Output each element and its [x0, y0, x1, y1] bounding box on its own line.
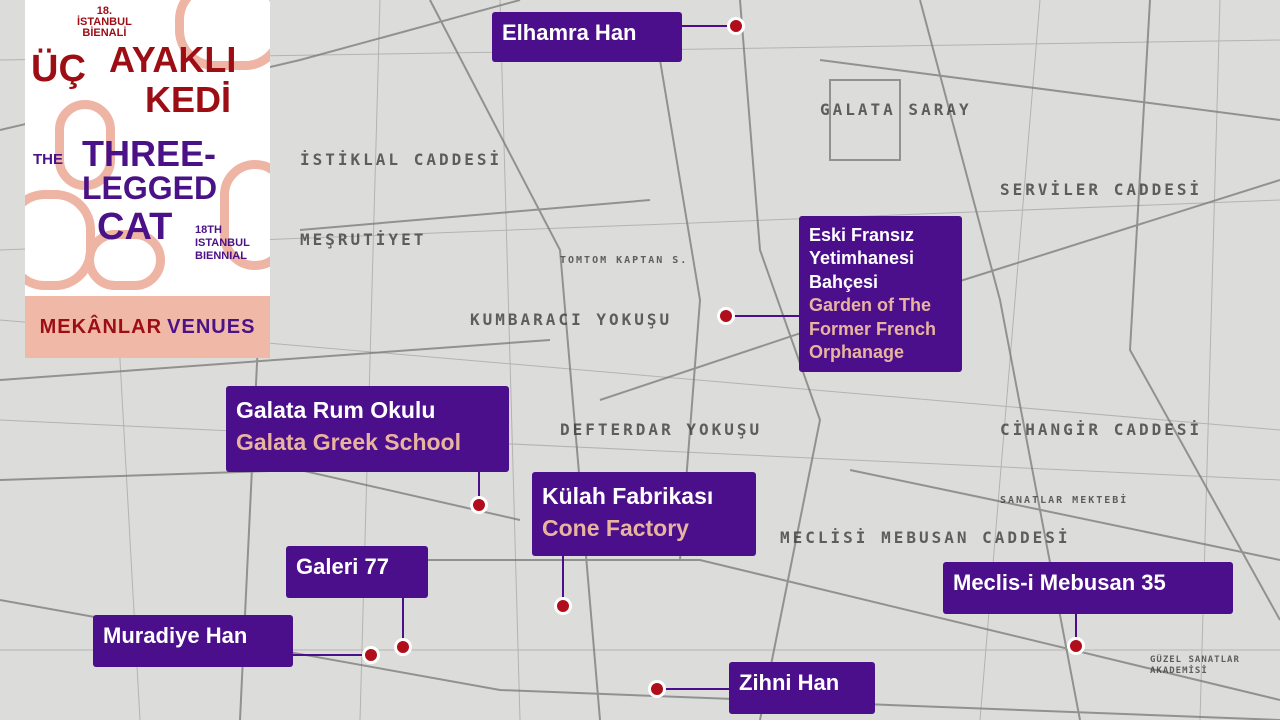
title-en-prefix: THE	[33, 151, 63, 168]
venue-marker[interactable]	[648, 680, 666, 698]
venues-banner: MEKÂNLAR VENUES	[25, 296, 270, 358]
venue-marker[interactable]	[394, 638, 412, 656]
title-en-word: THREE-	[82, 133, 216, 174]
venue-label-meclis-i-mebusan-35[interactable]: Meclis-i Mebusan 35	[943, 562, 1233, 614]
leader-line	[402, 598, 404, 647]
street-label: MEŞRUTİYET	[300, 230, 427, 249]
leader-line	[1075, 614, 1077, 646]
venue-label-zihni-han[interactable]: Zihni Han	[729, 662, 875, 714]
street-label: SANATLAR MEKTEBİ	[1000, 495, 1129, 506]
venue-marker[interactable]	[470, 496, 488, 514]
title-tr-word: KEDİ	[145, 79, 232, 120]
street-label: TOMTOM KAPTAN S.	[560, 255, 689, 266]
venue-marker[interactable]	[554, 597, 572, 615]
leader-line	[293, 654, 371, 656]
street-label: SERVİLER CADDESİ	[1000, 180, 1203, 199]
leader-line	[562, 556, 564, 606]
venue-label-galeri-77[interactable]: Galeri 77	[286, 546, 428, 598]
venue-marker[interactable]	[1067, 637, 1085, 655]
venue-label-elhamra-han[interactable]: Elhamra Han	[492, 12, 682, 62]
venue-marker[interactable]	[727, 17, 745, 35]
leader-line	[726, 315, 799, 317]
venue-label-muradiye-han[interactable]: Muradiye Han	[93, 615, 293, 667]
street-label: CİHANGİR CADDESİ	[1000, 420, 1203, 439]
venue-marker[interactable]	[717, 307, 735, 325]
street-label: GÜZEL SANATLAR AKADEMİSİ	[1150, 655, 1240, 676]
street-label: MECLİSİ MEBUSAN CADDESİ	[780, 528, 1071, 547]
venue-marker[interactable]	[362, 646, 380, 664]
street-label: DEFTERDAR YOKUŞU	[560, 420, 763, 439]
leader-line	[657, 688, 729, 690]
title-tr-word: ÜÇ	[31, 48, 86, 90]
street-label: GALATA SARAY	[820, 100, 972, 119]
title-tr-word: AYAKLI	[109, 39, 237, 80]
venues-en: VENUES	[167, 315, 256, 338]
title-en-word: CAT	[97, 206, 173, 248]
leader-line	[682, 25, 736, 27]
street-label: KUMBARACI YOKUŞU	[470, 310, 673, 329]
leader-line	[478, 472, 480, 505]
title-en-word: LEGGED	[82, 170, 218, 206]
street-label: İSTİKLAL CADDESİ	[300, 150, 503, 169]
venues-tr: MEKÂNLAR	[39, 315, 163, 338]
